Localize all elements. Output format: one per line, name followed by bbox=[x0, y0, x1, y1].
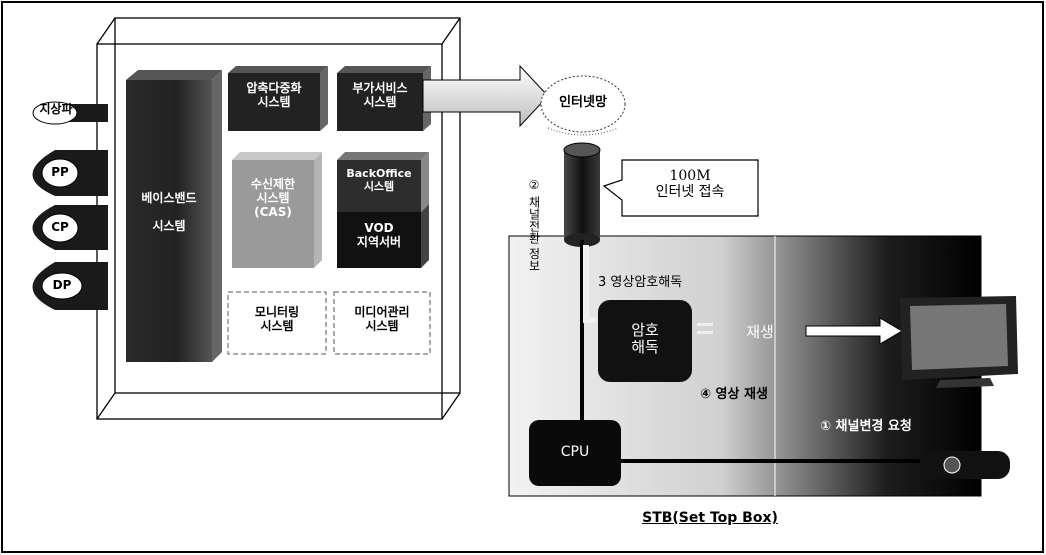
cas-label: 수신제한 시스템 (CAS) bbox=[232, 178, 314, 219]
source-pp: PP bbox=[44, 166, 76, 180]
source-terrestrial: 지상파 bbox=[38, 103, 74, 117]
internet-label: 인터넷망 bbox=[545, 96, 621, 111]
source-cp: CP bbox=[44, 221, 76, 235]
compress-label: 압축다중화 시스템 bbox=[228, 82, 320, 110]
vod-label: VOD 지역서버 bbox=[337, 222, 421, 250]
tv-icon bbox=[900, 296, 1018, 388]
remote-icon bbox=[920, 451, 1010, 479]
channel-info-label: ② 채널전환 정보 bbox=[500, 150, 540, 300]
monitoring-label: 모니터링 시스템 bbox=[228, 306, 326, 334]
cpu-label: CPU bbox=[529, 444, 621, 460]
value-added-label: 부가서비스 시스템 bbox=[337, 82, 423, 110]
stb-caption: STB(Set Top Box) bbox=[600, 510, 820, 526]
back-office-label: BackOffice 시스템 bbox=[337, 168, 421, 193]
play-block-label: 재생 bbox=[730, 324, 790, 341]
channel-change-label: ① 채널변경 요청 bbox=[820, 420, 960, 435]
video-play-label: ④ 영상 재생 bbox=[700, 388, 800, 403]
media-mgmt-label: 미디어관리 시스템 bbox=[334, 306, 430, 334]
decrypt-step-label: 3 영상암호해독 bbox=[598, 276, 748, 291]
source-dp: DP bbox=[44, 279, 80, 293]
cylinder bbox=[564, 150, 600, 240]
decrypt-block-label: 암호 해독 bbox=[598, 322, 692, 357]
bubble-label: 100M 인터넷 접속 bbox=[622, 168, 758, 200]
baseband-label: 베이스밴드 시스템 bbox=[126, 192, 212, 233]
